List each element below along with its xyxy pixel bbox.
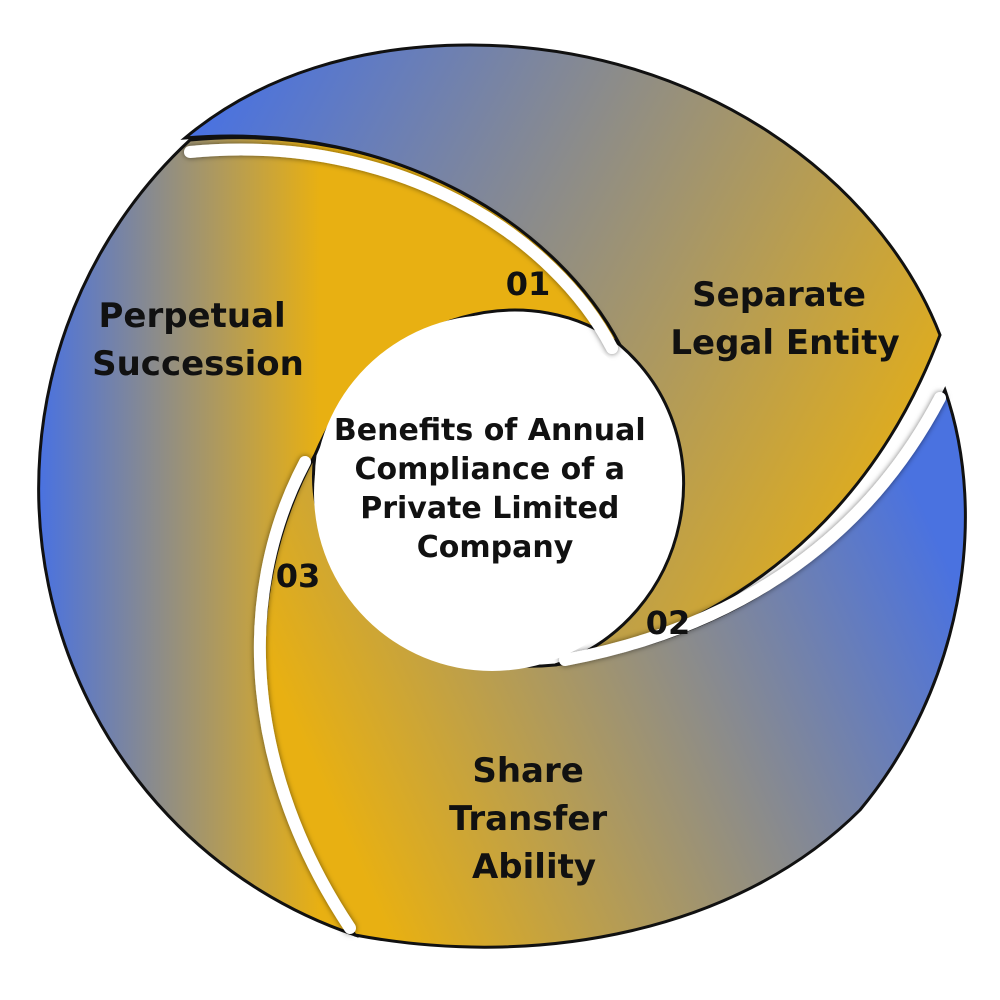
segment-1-title: Separate Legal Entity [670,275,899,363]
separator-3 [254,456,356,934]
segment-1-number: 01 [506,265,551,303]
segment-3-title: Perpetual Succession [92,296,304,384]
center-hub [314,315,670,671]
center-title-line: Compliance of a [355,452,625,487]
segment-3-number: 03 [276,557,321,595]
segment-title-line: Succession [92,344,304,384]
segment-1-shape [180,43,942,667]
segment-title-line: Perpetual [98,296,285,336]
center-title-line: Private Limited [360,491,619,526]
separator-2 [559,392,946,666]
segment-title-line: Ability [472,847,596,887]
segment-2-title: Share Transfer Ability [449,751,619,887]
segment-title-line: Share [472,751,583,791]
center-title-line: Company [417,530,574,565]
segment-2-number: 02 [646,604,691,642]
segment-title-line: Separate [692,275,866,315]
segment-title-line: Legal Entity [670,323,899,363]
segment-title-line: Transfer [449,799,607,839]
center-title: Benefits of Annual Compliance of a Priva… [334,413,656,565]
separator-1 [184,143,618,354]
center-title-line: Benefits of Annual [334,413,646,448]
